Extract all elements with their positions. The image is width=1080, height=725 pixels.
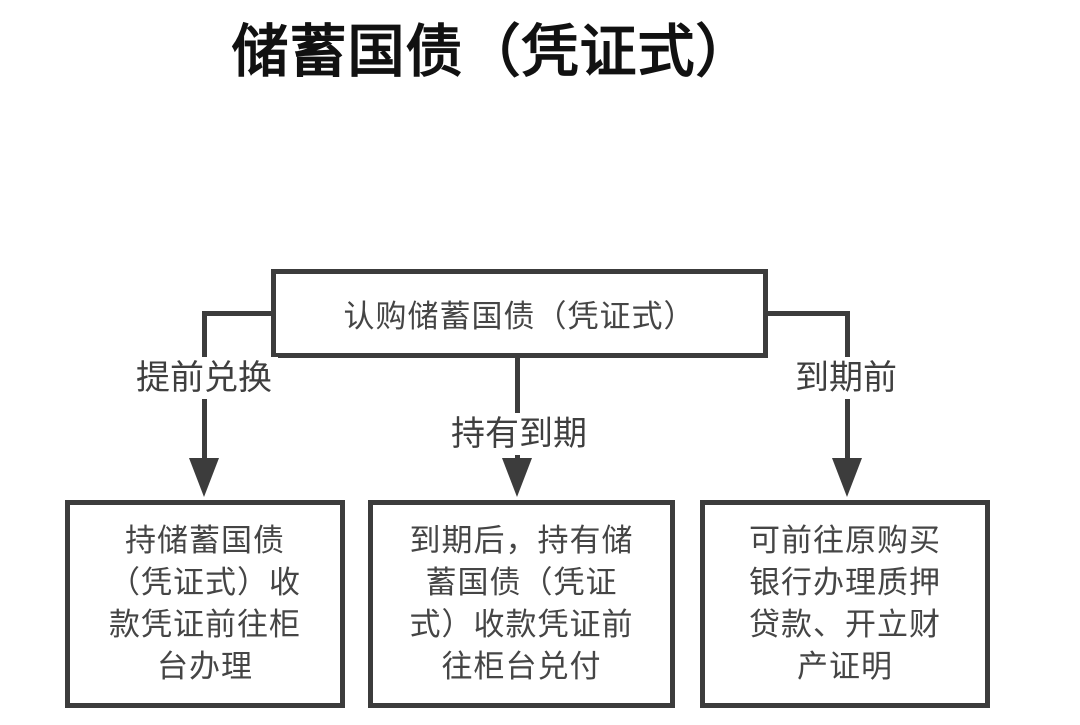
flow-node-hold-to-maturity: 到期后，持有储 蓄国债（凭证 式）收款凭证前 往柜台兑付 [368,500,675,708]
connector-right-horizontal-line [763,311,850,316]
flow-node-before-maturity: 可前往原购买 银行办理质押 贷款、开立财 产证明 [700,500,990,708]
flow-node-before-maturity-text: 可前往原购买 银行办理质押 贷款、开立财 产证明 [749,523,941,684]
edge-label-hold-to-maturity: 持有到期 [445,413,593,455]
edge-label-before-maturity: 到期前 [789,357,903,399]
arrow-down-middle-icon [502,458,532,497]
flow-node-root: 认购储蓄国债（凭证式） [271,269,768,358]
flow-node-hold-to-maturity-text: 到期后，持有储 蓄国债（凭证 式）收款凭证前 往柜台兑付 [409,523,634,684]
arrow-down-right-icon [832,458,862,497]
flow-node-early-redemption: 持储蓄国债 （凭证式）收 款凭证前往柜 台办理 [65,500,345,708]
flow-node-early-redemption-text: 持储蓄国债 （凭证式）收 款凭证前往柜 台办理 [109,523,301,684]
page-title: 储蓄国债（凭证式） [231,20,754,84]
flow-node-root-label: 认购储蓄国债（凭证式） [343,299,696,334]
edge-label-early-redemption: 提前兑换 [130,357,278,399]
connector-left-horizontal-line [202,311,276,316]
connector-middle-vertical-line [515,355,520,463]
arrow-down-left-icon [189,458,219,497]
